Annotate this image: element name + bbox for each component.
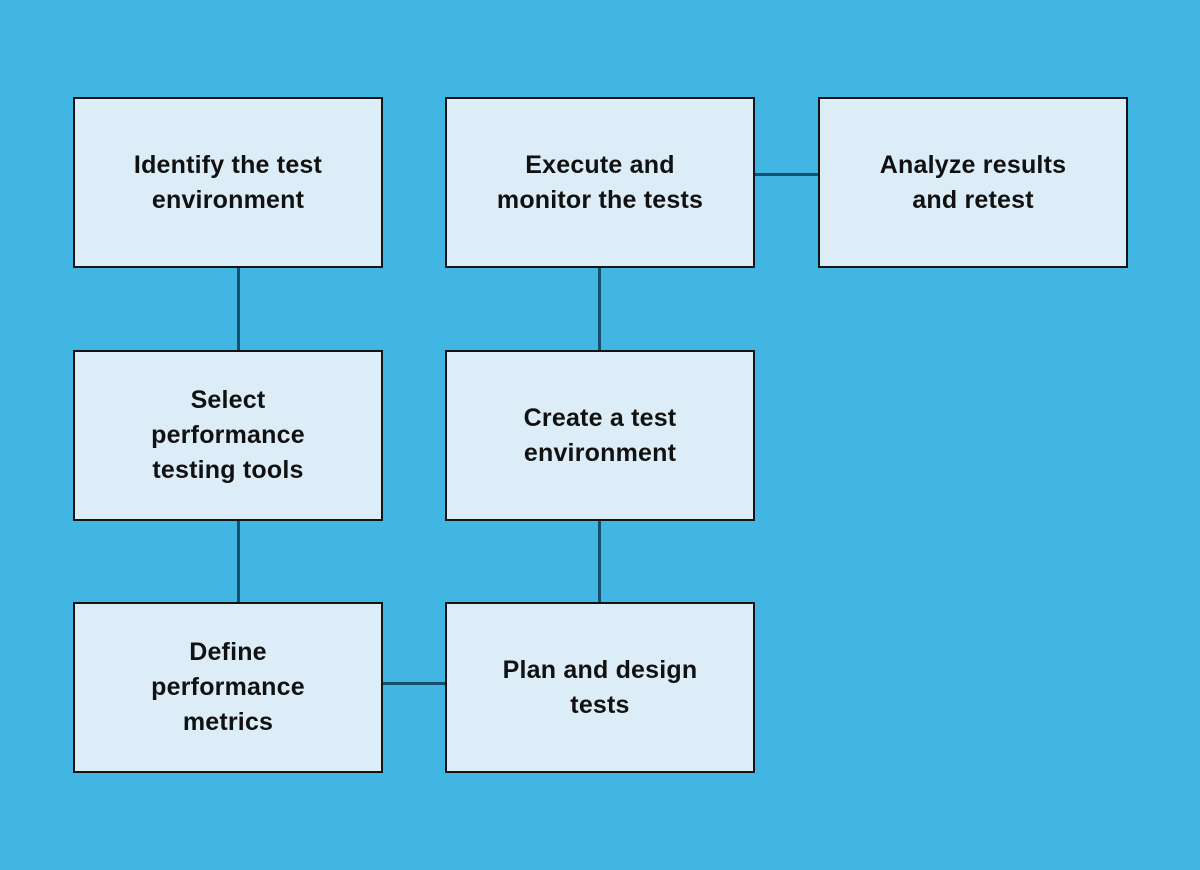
connector-identify-to-select — [237, 268, 240, 350]
flow-node-execute-and-monitor-tests: Execute and monitor the tests — [445, 97, 755, 268]
connector-define-to-plan — [383, 682, 445, 685]
flow-node-plan-and-design-tests: Plan and design tests — [445, 602, 755, 773]
flow-node-analyze-results-and-retest: Analyze results and retest — [818, 97, 1128, 268]
flow-node-identify-test-environment: Identify the test environment — [73, 97, 383, 268]
flow-node-select-performance-testing-tools: Select performance testing tools — [73, 350, 383, 521]
connector-execute-to-analyze — [755, 173, 818, 176]
flow-node-define-performance-metrics: Define performance metrics — [73, 602, 383, 773]
connector-create-to-execute — [598, 268, 601, 350]
connector-plan-to-create — [598, 520, 601, 602]
connector-select-to-define — [237, 520, 240, 602]
flow-node-create-test-environment: Create a test environment — [445, 350, 755, 521]
